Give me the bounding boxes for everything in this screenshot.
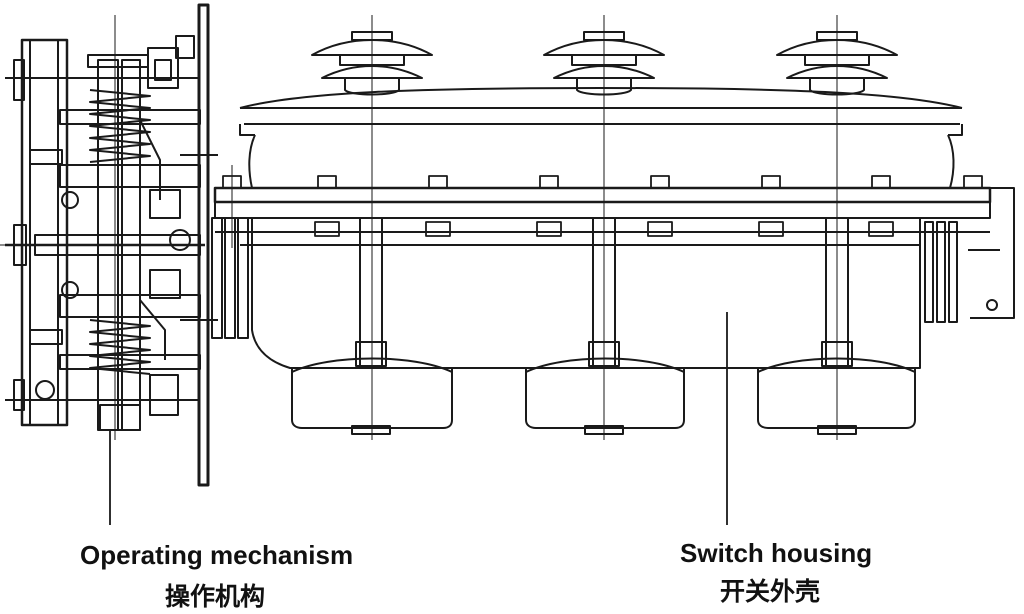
bolt (425, 175, 451, 237)
operating-mechanism (0, 3, 249, 487)
bolt (647, 175, 673, 237)
bolt (963, 175, 983, 189)
bolt (868, 175, 894, 237)
bolt (314, 175, 340, 237)
center-lines (114, 15, 838, 440)
operating-mechanism-label-zh: 操作机构 (165, 582, 266, 611)
bolt (536, 175, 562, 237)
operating-mechanism-label: Operating mechanism (80, 540, 354, 570)
bolt (222, 165, 242, 248)
flange-bolts (222, 165, 983, 248)
switch-housing-label-zh: 开关外壳 (720, 577, 821, 606)
switch-housing-label: Switch housing (680, 538, 873, 568)
switch-housing (213, 87, 1015, 435)
leader-lines (109, 312, 728, 525)
bolt (758, 175, 784, 237)
